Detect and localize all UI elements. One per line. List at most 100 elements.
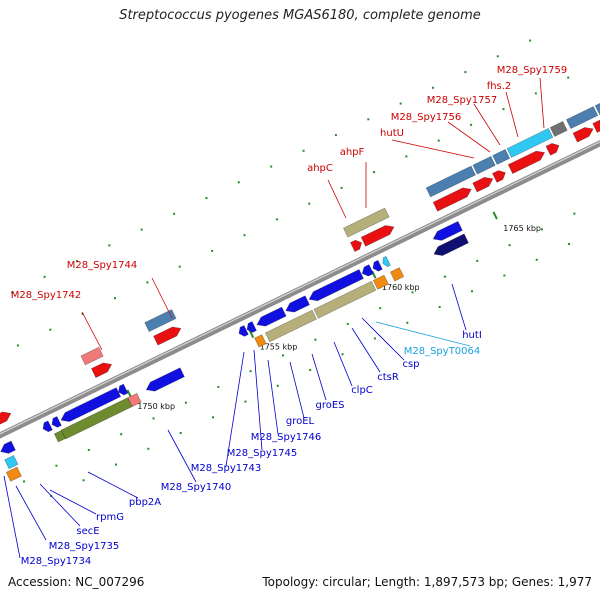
spacing-dot <box>270 165 273 168</box>
scale-tick-label: 1765 kbp <box>503 224 541 233</box>
gene-feature <box>127 392 142 407</box>
scale-tick-label: 1755 kbp <box>260 343 298 352</box>
spacing-dot <box>87 448 90 451</box>
gene-feature-shape <box>360 225 395 247</box>
gene-feature-shape <box>545 143 560 156</box>
gene-feature <box>350 239 362 252</box>
gene-feature-shape <box>492 148 511 165</box>
gene-feature-shape <box>507 150 546 175</box>
gene-label: ahpF <box>340 147 365 158</box>
spacing-dot <box>173 212 176 215</box>
gene-label: ctsR <box>377 372 399 383</box>
gene-feature <box>5 466 22 482</box>
callout-line <box>311 353 327 401</box>
gene-label: rpmG <box>96 512 124 523</box>
callout-line <box>539 77 545 129</box>
spacing-dot <box>567 76 570 79</box>
callout-line <box>333 341 353 387</box>
callout-line <box>151 277 173 319</box>
spacing-dot <box>464 71 467 74</box>
gene-feature <box>433 233 469 256</box>
gene-feature <box>372 259 383 272</box>
spacing-dot <box>152 417 155 420</box>
callout-line <box>15 485 47 541</box>
callout-line <box>289 361 305 419</box>
gene-feature-shape <box>42 420 53 433</box>
spacing-dot <box>179 432 182 435</box>
callout-line <box>361 317 405 361</box>
gene-feature <box>238 325 249 337</box>
scale-tick <box>371 270 377 279</box>
gene-feature <box>432 220 463 241</box>
gene-label: M28_Spy1735 <box>49 541 119 552</box>
spacing-dot <box>535 258 538 261</box>
gene-feature-shape <box>256 306 287 327</box>
gene-feature-shape <box>264 309 317 343</box>
gene-feature <box>256 306 287 327</box>
gene-feature <box>492 148 511 165</box>
gene-feature <box>492 170 506 183</box>
spacing-dot <box>147 447 150 450</box>
gene-label: groEL <box>286 416 315 427</box>
gene-callouts: M28_Spy1742M28_Spy1744ahpCahpFhutUM28_Sp… <box>3 65 567 567</box>
backbone-highlight <box>0 141 600 435</box>
spacing-dot <box>249 370 252 373</box>
spacing-dot <box>341 353 344 356</box>
spacing-dot <box>49 328 52 331</box>
spacing-dot <box>75 260 78 263</box>
gene-feature-shape <box>361 264 374 277</box>
gene-feature <box>153 326 182 346</box>
spacing-dot <box>367 118 370 121</box>
gene-feature-shape <box>308 269 364 302</box>
gene-feature-shape <box>472 155 496 175</box>
gene-feature-shape <box>144 309 177 333</box>
gene-label: M28_Spy1746 <box>251 432 321 443</box>
spacing-dot <box>314 338 317 341</box>
spacing-dot <box>276 384 279 387</box>
gene-feature <box>361 264 374 277</box>
spacing-dot <box>346 322 349 325</box>
callout-line <box>253 349 263 451</box>
gene-feature-shape <box>382 255 391 268</box>
gene-feature-shape <box>60 397 133 440</box>
spacing-dot <box>379 307 382 310</box>
spacing-dot <box>275 218 278 221</box>
spacing-dot <box>11 291 14 294</box>
spacing-dot <box>432 86 435 89</box>
spacing-dot <box>503 274 506 277</box>
map-title: Streptococcus pyogenes MGAS6180, complet… <box>119 8 481 23</box>
gene-feature <box>0 440 16 454</box>
spacing-dot <box>540 228 543 231</box>
genome-backbone <box>0 140 600 439</box>
gene-label: clpC <box>351 385 373 396</box>
spacing-dot <box>508 244 511 247</box>
callout-line <box>81 311 103 351</box>
spacing-dot <box>406 321 409 324</box>
gene-feature-shape <box>372 274 389 290</box>
gene-feature <box>425 165 476 198</box>
gene-label: M28_Spy1743 <box>191 463 261 474</box>
spacing-dot <box>534 92 537 95</box>
gene-feature <box>360 225 395 247</box>
spacing-dot <box>55 464 58 467</box>
spacing-dot <box>470 123 473 126</box>
gene-feature-shape <box>4 455 19 470</box>
gene-feature-shape <box>549 120 568 137</box>
spacing-dot <box>282 354 285 357</box>
gene-feature <box>118 383 129 396</box>
gene-label: M28_Spy1744 <box>67 260 137 271</box>
gene-feature <box>144 309 177 333</box>
spacing-dot <box>140 228 143 231</box>
callout-line <box>473 103 501 146</box>
gene-features <box>0 92 600 482</box>
spacing-dot <box>205 197 208 200</box>
gene-feature <box>382 255 391 268</box>
gene-label: M28_SpyT0064 <box>404 346 481 357</box>
callout-line <box>375 321 471 347</box>
gene-label: hutI <box>462 330 482 341</box>
gene-feature-shape <box>425 165 476 198</box>
callout-line <box>167 429 197 483</box>
gene-feature-shape <box>118 383 129 396</box>
